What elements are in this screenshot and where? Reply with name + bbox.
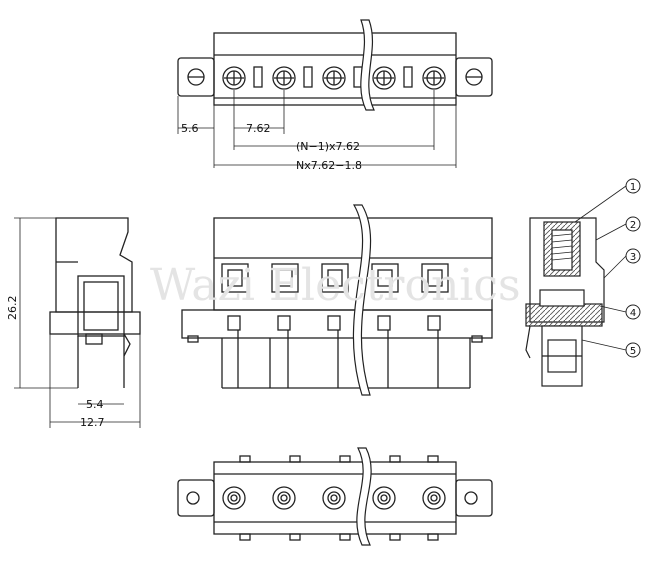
front-pins <box>227 315 441 388</box>
bottom-pins <box>222 486 446 510</box>
side-view <box>14 217 141 428</box>
callout-4 <box>625 304 641 320</box>
top-screws <box>222 66 446 90</box>
callouts: 1 2 3 4 5 <box>625 178 641 358</box>
callout-leaders <box>574 185 627 351</box>
callout-1-label: 1 <box>630 182 636 193</box>
callout-1 <box>625 178 641 194</box>
dim-flange-width: 5.6 <box>181 122 199 135</box>
callout-4-label: 4 <box>630 308 636 319</box>
callout-5 <box>625 342 641 358</box>
callout-2 <box>625 216 641 232</box>
front-view <box>181 217 493 389</box>
top-view <box>177 32 493 168</box>
dim-pitch: 7.62 <box>246 122 271 135</box>
bottom-view <box>177 455 493 541</box>
callout-3-label: 3 <box>630 252 636 263</box>
watermark: Wazi Electronics <box>150 260 521 311</box>
dim-depth: 12.7 <box>80 416 105 429</box>
dim-overall-length: Nx7.62−1.8 <box>296 159 362 172</box>
dim-pin-offset: 5.4 <box>86 398 104 411</box>
section-view <box>525 217 605 387</box>
break-lines <box>352 19 375 546</box>
callout-2-label: 2 <box>630 220 636 231</box>
callout-5-label: 5 <box>630 346 636 357</box>
dim-pitch-span: (N−1)x7.62 <box>296 140 360 153</box>
front-wire-openings <box>221 263 449 293</box>
dim-height: 26.2 <box>6 296 19 321</box>
callout-3 <box>625 248 641 264</box>
